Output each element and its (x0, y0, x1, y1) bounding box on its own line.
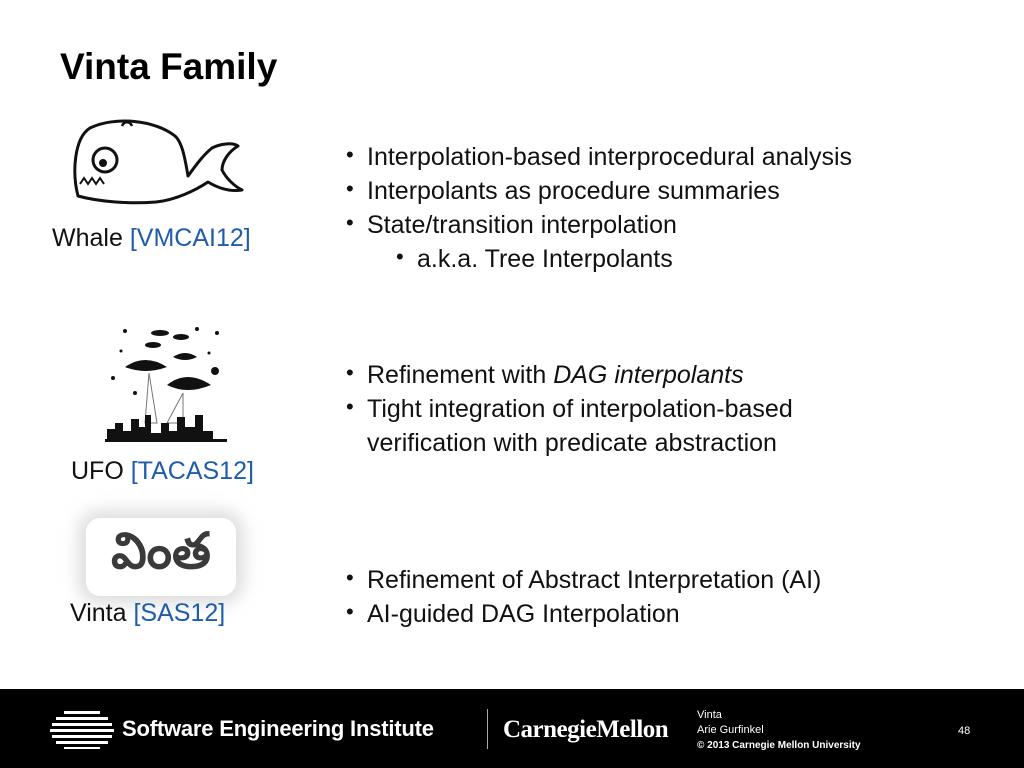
ufo-bullet-2: Tight integration of interpolation-based… (346, 390, 793, 460)
slide-title: Vinta Family (60, 46, 278, 87)
vinta-citation: [SAS12] (133, 599, 226, 627)
footer-divider (487, 709, 488, 749)
vinta-bullet-2: AI-guided DAG Interpolation (346, 595, 821, 631)
ufo-bullet-1-prefix: Refinement with (367, 361, 554, 389)
footer-talk-title: Vinta (697, 709, 722, 721)
ufo-bullet-1-emphasis: DAG interpolants (553, 361, 744, 389)
telugu-vinta-script-icon: వింత (86, 518, 236, 596)
whale-icon (73, 119, 244, 205)
ufo-bullet-2-line-2: verification with predicate abstraction (367, 429, 777, 457)
page-number: 48 (958, 725, 971, 737)
whale-citation: [VMCAI12] (129, 224, 251, 252)
sei-logo-icon (50, 711, 114, 749)
ufo-bullet-list: Refinement with DAG interpolants Tight i… (346, 356, 793, 460)
footer-copyright: © 2013 Carnegie Mellon University (697, 740, 861, 751)
whale-tool-name: Whale (52, 224, 123, 252)
ufo-invasion-icon (105, 327, 227, 442)
footer-info: Vinta Arie Gurfinkel © 2013 Carnegie Mel… (697, 708, 861, 753)
ufo-label: UFO [TACAS12] (71, 457, 254, 486)
vinta-script-text: వింత (111, 521, 211, 580)
vinta-tool-name: Vinta (70, 599, 127, 627)
whale-bullet-list: Interpolation-based interprocedural anal… (346, 138, 852, 276)
whale-bullet-2: Interpolants as procedure summaries (346, 172, 852, 208)
ufo-bullet-2-line-1: Tight integration of interpolation-based (367, 395, 793, 423)
whale-label: Whale [VMCAI12] (52, 224, 251, 253)
footer-author: Arie Gurfinkel (697, 724, 764, 736)
whale-bullet-3: State/transition interpolation (346, 206, 852, 242)
vinta-bullet-list: Refinement of Abstract Interpretation (A… (346, 561, 821, 631)
vinta-bullet-1: Refinement of Abstract Interpretation (A… (346, 561, 821, 597)
ufo-citation: [TACAS12] (130, 457, 254, 485)
cmu-wordmark: CarnegieMellon (503, 716, 669, 743)
footer-bar: Software Engineering Institute CarnegieM… (0, 689, 1024, 768)
vinta-label: Vinta [SAS12] (70, 599, 225, 628)
whale-bullet-1: Interpolation-based interprocedural anal… (346, 138, 852, 174)
whale-sub-bullet: a.k.a. Tree Interpolants (396, 240, 852, 276)
ufo-tool-name: UFO (71, 457, 124, 485)
ufo-bullet-1: Refinement with DAG interpolants (346, 356, 793, 392)
sei-wordmark: Software Engineering Institute (122, 716, 434, 741)
